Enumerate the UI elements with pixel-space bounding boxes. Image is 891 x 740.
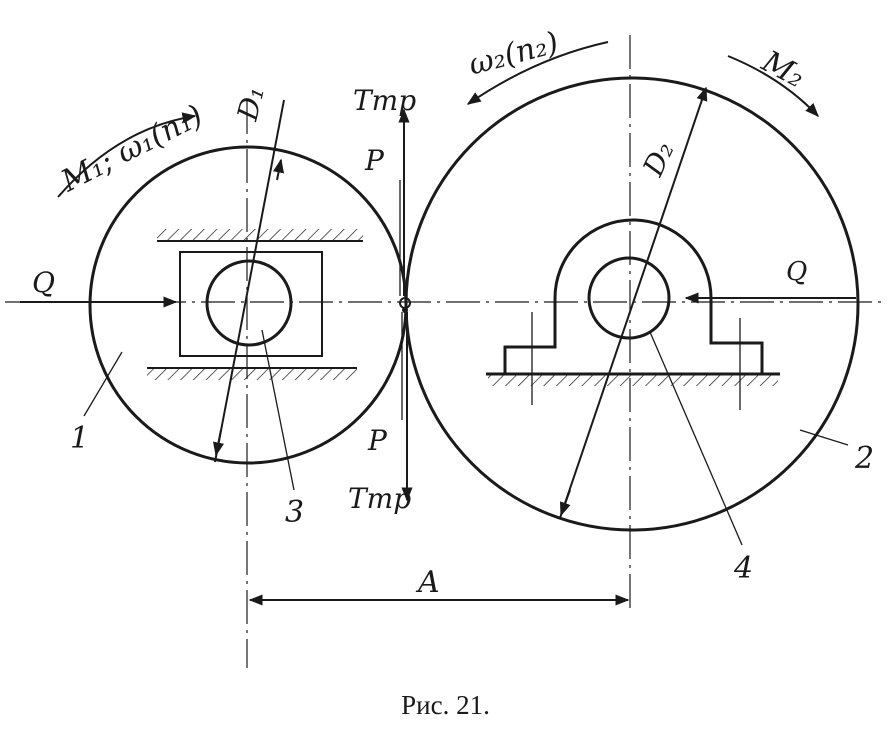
diameter-2-line [559, 86, 708, 519]
label-force-bottom: P [367, 424, 388, 457]
label-part-4: 4 [733, 551, 753, 586]
contact-point [399, 297, 411, 313]
leader-part-4 [649, 331, 743, 546]
wheel-2-circle [404, 76, 860, 532]
guide-bearing-1 [147, 229, 363, 380]
leader-part-2 [799, 429, 849, 446]
label-load-left: Q [32, 266, 55, 299]
label-friction-bottom: Tтр [348, 482, 411, 515]
wheel-1-circle [88, 145, 408, 465]
label-friction-top: Tтр [353, 84, 416, 117]
label-moment-omega-1: M₁; ω₁(n₁) [55, 98, 209, 199]
pillow-block-2 [486, 218, 780, 410]
diameter-1-line [214, 99, 285, 463]
label-load-right: Q [786, 257, 807, 287]
rotation-arc-2 [466, 41, 609, 105]
label-center-distance: A [415, 565, 440, 600]
label-omega-2: ω₂(n₂) [465, 25, 562, 82]
label-diameter-1: D₁ [231, 83, 271, 125]
figure-caption: Рис. 21. [401, 690, 490, 720]
label-part-1: 1 [70, 421, 89, 456]
leader-part-3 [261, 329, 295, 491]
label-diameter-2: D₂ [636, 136, 681, 181]
label-part-2: 2 [854, 441, 874, 476]
moment-arc-2 [727, 55, 819, 118]
label-force-top: P [364, 144, 385, 177]
label-part-3: 3 [285, 495, 304, 530]
label-moment-2: M₂ [755, 44, 810, 95]
rotation-arc-1 [57, 112, 197, 198]
leader-part-1 [83, 351, 123, 417]
